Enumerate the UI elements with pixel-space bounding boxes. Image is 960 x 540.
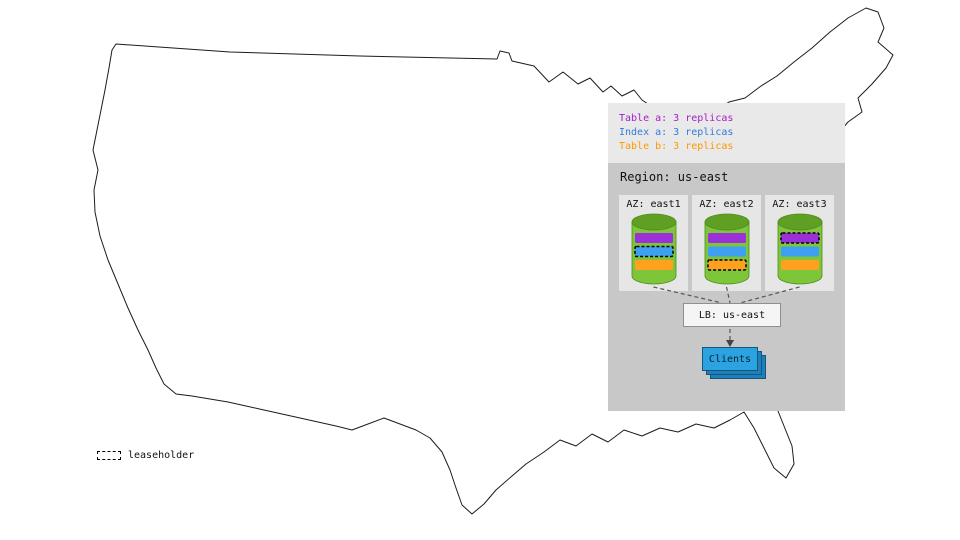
replica-bar-index-a: [780, 246, 819, 257]
leaseholder-key-label: leaseholder: [128, 450, 195, 461]
legend-index-a: Index a: 3 replicas: [619, 127, 734, 138]
az-east3: AZ: east3: [765, 195, 834, 291]
clients-box: Clients: [702, 347, 758, 371]
cylinder-top: [631, 213, 676, 231]
az-row: AZ: east1 AZ: east2: [619, 195, 834, 291]
db-cylinder-east1: [631, 213, 676, 285]
db-cylinder-east3: [777, 213, 822, 285]
replica-bar-table-b: [706, 259, 747, 271]
db-cylinder-east2: [704, 213, 749, 285]
cylinder-top: [777, 213, 822, 231]
leaseholder-key: leaseholder: [97, 450, 194, 461]
replica-legend-panel: Table a: 3 replicas Index a: 3 replicas …: [608, 103, 845, 163]
legend-table-a: Table a: 3 replicas: [619, 113, 734, 124]
replica-bar-table-b: [780, 260, 819, 270]
legend-table-b: Table b: 3 replicas: [619, 141, 734, 152]
replica-bar-table-a: [634, 233, 673, 243]
az-east1: AZ: east1: [619, 195, 688, 291]
replica-bar-index-a: [707, 246, 746, 257]
region-us-east: Region: us-east AZ: east1 AZ: east2: [608, 163, 845, 411]
replica-bar-table-a: [707, 233, 746, 243]
load-balancer-box: LB: us-east: [683, 303, 781, 327]
replica-bar-table-b: [634, 260, 673, 270]
az-east2: AZ: east2: [692, 195, 761, 291]
az-east3-label: AZ: east3: [772, 199, 827, 210]
leaseholder-swatch-icon: [97, 451, 121, 460]
az-east2-label: AZ: east2: [699, 199, 754, 210]
cylinder-top: [704, 213, 749, 231]
region-label: Region: us-east: [620, 170, 729, 184]
replica-bar-index-a: [633, 245, 674, 258]
clients-stack: Clients: [702, 347, 768, 381]
arrowhead-icon: [726, 340, 734, 347]
replica-bar-table-a: [779, 232, 820, 244]
az-east1-label: AZ: east1: [626, 199, 681, 210]
